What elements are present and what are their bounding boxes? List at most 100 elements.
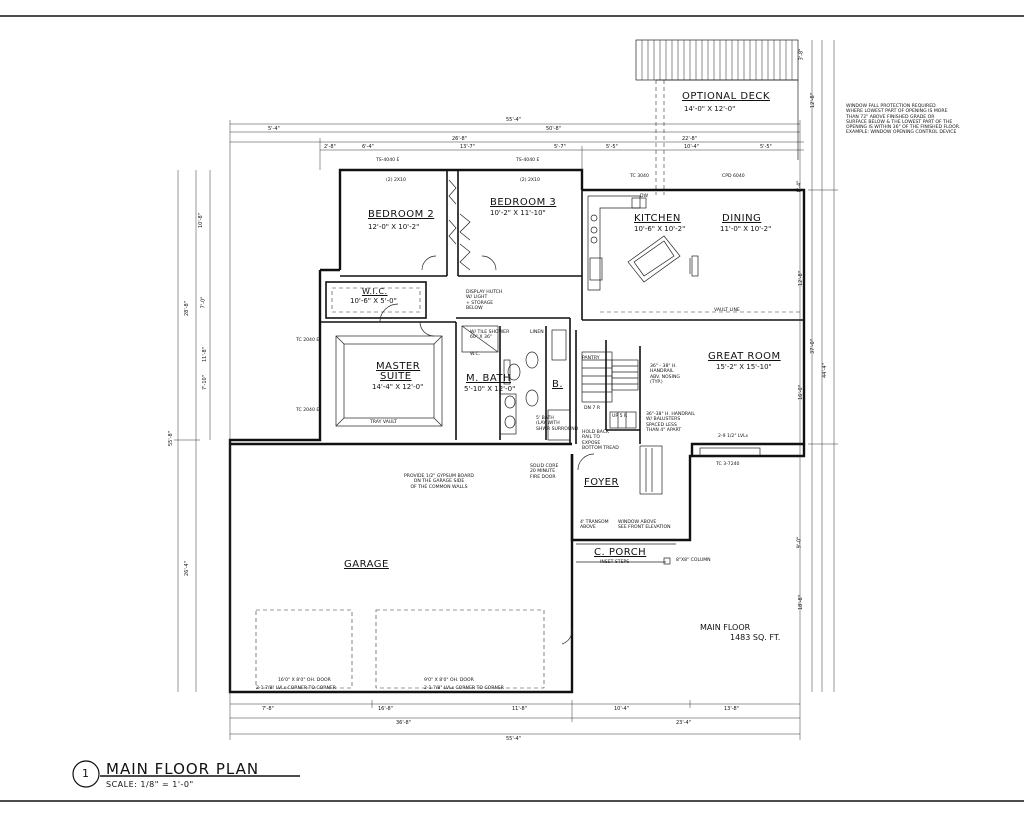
wc-label: W.C. — [470, 352, 481, 357]
dim-top-right: 22'-8" — [682, 136, 698, 142]
stairs — [581, 351, 639, 429]
kitchen-size: 10'-6" X 10'-2" — [634, 225, 686, 233]
bath-name: B. — [552, 379, 564, 390]
dim-right-2: 12'-8" — [798, 270, 805, 287]
window-tag-4: TC 3040 — [630, 174, 649, 179]
closet-tag-1: (2) 2X10 — [386, 178, 406, 183]
garage-door2-label: 9'0" X 8'0" OH. DOOR — [424, 678, 474, 683]
dim-right-sub: 37'-0" — [810, 338, 817, 355]
dim-left-upper: 28'-8" — [184, 300, 191, 317]
dim-right-overall: 44'-4" — [822, 362, 829, 379]
dim-row-2: 6'-4" — [362, 144, 374, 150]
dim-deck-2: 12'-8" — [810, 92, 817, 109]
master-size: 14'-4" X 12'-0" — [372, 383, 424, 391]
dim-row-5: 5'-5" — [606, 144, 618, 150]
window-tag-7: TC 2040 E — [296, 408, 320, 413]
dim-bottom-sub-1: 36'-8" — [396, 720, 412, 726]
tray-vault — [335, 335, 443, 427]
column-label: 8"X8" COLUMN — [676, 558, 711, 563]
wic-shelf — [331, 287, 421, 313]
dim-left-1: 10'-8" — [198, 212, 205, 229]
dim-top-sub: 50'-8" — [546, 126, 562, 132]
dim-bottom-5: 13'-8" — [724, 706, 740, 712]
deck-size: 14'-0" X 12'-0" — [684, 105, 736, 113]
dim-bottom-3: 11'-8" — [512, 706, 528, 712]
bedroom3-name: BEDROOM 3 — [490, 197, 557, 208]
dim-right-3: 16'-0" — [798, 384, 805, 401]
dim-bottom-sub-2: 23'-4" — [676, 720, 692, 726]
great-room-size: 15'-2" X 15'-10" — [716, 363, 772, 371]
dim-top-overall: 55'-4" — [506, 117, 522, 123]
dim-right-5: 18'-8" — [798, 594, 805, 611]
pantry-label: PANTRY — [582, 356, 600, 361]
dim-right-4: 9'-0" — [796, 536, 803, 549]
dim-row-7: 5'-5" — [760, 144, 772, 150]
window-tag-2: TS-4040 E — [516, 158, 540, 163]
garage-door1-label: 16'0" X 8'0" OH. DOOR — [278, 678, 331, 683]
dim-row-4: 5'-7" — [554, 144, 566, 150]
mbath-name: M. BATH — [466, 373, 512, 384]
dim-top-mid: 26'-8" — [452, 136, 468, 142]
dim-row-3: 13'-7" — [460, 144, 476, 150]
dim-bottom-1: 7'-8" — [262, 706, 274, 712]
dim-top-left: 5'-4" — [268, 126, 280, 132]
window-tag-1: TS-4040 E — [376, 158, 400, 163]
kitchen-cabinets — [587, 195, 699, 291]
view-number: 1 — [82, 767, 89, 780]
master-name: MASTER — [376, 361, 421, 372]
dim-right-1: 8'-4" — [796, 180, 803, 193]
optional-deck — [635, 39, 799, 195]
wic-name: W.I.C. — [362, 287, 388, 296]
bedroom3-size: 10'-2" X 11'-10" — [490, 209, 546, 217]
stair-up-label: UP 5 R — [612, 414, 628, 419]
wic-size: 10'-6" X 5'-0" — [350, 297, 397, 305]
drawing-scale: SCALE: 1/8" = 1'-0" — [106, 780, 194, 789]
lvl3-label: 2-9 1/2" LVLs — [718, 434, 749, 439]
dim-left-4: 7'-10" — [202, 374, 209, 391]
bedroom2-name: BEDROOM 2 — [368, 209, 435, 220]
inset-steps-label: INSET STEPS — [600, 560, 630, 565]
great-room-name: GREAT ROOM — [708, 351, 781, 362]
stair-down-label: DN 7 R — [584, 406, 601, 411]
vault-line-label: VAULT LINE — [714, 308, 740, 313]
dim-row-6: 10'-4" — [684, 144, 700, 150]
great-room-bay — [699, 447, 761, 457]
tray-vault-label: TRAY VAULT — [370, 420, 397, 425]
lvl1-label: 2-1 7/8" LVLs CORNER TO CORNER — [256, 686, 336, 691]
porch-name: C. PORCH — [594, 547, 647, 558]
dim-left-lower: 26'-4" — [184, 560, 191, 577]
interior-walls — [320, 170, 804, 444]
dim-bottom-overall: 55'-4" — [506, 736, 522, 742]
window-tag-5: TC 3-7240 — [716, 462, 740, 467]
view-number-circle — [72, 760, 100, 788]
dim-bottom-2: 16'-8" — [378, 706, 394, 712]
floor-label: MAIN FLOOR — [700, 623, 751, 632]
deck-name: OPTIONAL DECK — [682, 91, 770, 102]
dim-left-overall: 55'-8" — [168, 430, 175, 447]
dining-size: 11'-0" X 10'-2" — [720, 225, 772, 233]
drawing-title: MAIN FLOOR PLAN — [106, 760, 260, 778]
dim-left-2: 7'-0" — [200, 296, 207, 309]
foyer-porch — [561, 445, 676, 645]
kitchen-name: KITCHEN — [634, 213, 681, 224]
mbath-size: 5'-10" X 12'-0" — [464, 385, 516, 393]
bedroom2-size: 12'-0" X 10'-2" — [368, 223, 420, 231]
dining-name: DINING — [722, 213, 762, 224]
dim-deck-1: 3'-8" — [798, 48, 805, 61]
linen-label: LINEN — [530, 330, 544, 335]
dim-row-1: 2'-8" — [324, 144, 336, 150]
floor-area: 1483 SQ. FT. — [730, 633, 781, 642]
master-name2: SUITE — [380, 371, 412, 382]
window-tag-3: CPD 6040 — [722, 174, 745, 179]
dim-bottom-4: 10'-4" — [614, 706, 630, 712]
